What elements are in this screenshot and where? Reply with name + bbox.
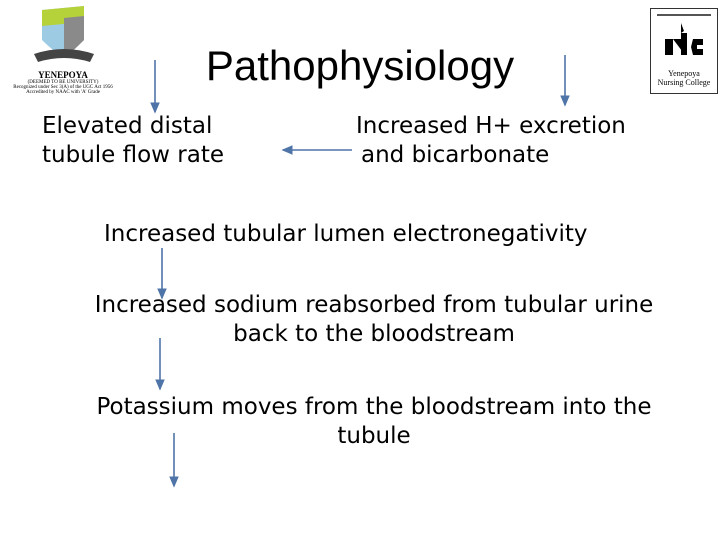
text-line: tubule — [337, 423, 411, 449]
logo-line: Yenepoya — [668, 69, 700, 78]
text-line: Increased sodium reabsorbed from tubular… — [94, 292, 654, 318]
shield-logo-icon — [34, 6, 94, 62]
text-line: and bicarbonate — [361, 142, 550, 168]
electronegativity-text: Increased tubular lumen electronegativit… — [104, 221, 588, 247]
text-line: Elevated distal — [42, 113, 213, 139]
logo-line: (DEEMED TO BE UNIVERSITY) — [27, 80, 99, 85]
text-line: tubule flow rate — [42, 142, 225, 168]
nyc-emblem-icon — [657, 14, 711, 55]
logo-line: Accredited by NAAC with 'A' Grade — [26, 90, 100, 95]
university-logo: YENEPOYA (DEEMED TO BE UNIVERSITY) Recog… — [4, 4, 122, 104]
text-line: back to the bloodstream — [233, 321, 515, 347]
nursing-college-logo: Yenepoya Nursing College — [650, 8, 718, 94]
logo-name: YENEPOYA — [38, 70, 88, 80]
text-line: Potassium moves from the bloodstream int… — [96, 394, 652, 420]
logo-line: Recognized under Sec 3(A) of the UGC Act… — [13, 85, 113, 90]
logo-line: Nursing College — [657, 78, 711, 87]
slide-title: Pathophysiology — [205, 42, 515, 89]
potassium-text: Potassium moves from the bloodstream int… — [40, 393, 708, 451]
text-line: Increased H+ excretion — [356, 113, 626, 139]
sodium-text: Increased sodium reabsorbed from tubular… — [40, 291, 708, 349]
elevated-flow-text: Elevated distal tubule flow rate — [42, 112, 224, 170]
h-excretion-text: Increased H+ excretion and bicarbonate — [356, 112, 626, 170]
